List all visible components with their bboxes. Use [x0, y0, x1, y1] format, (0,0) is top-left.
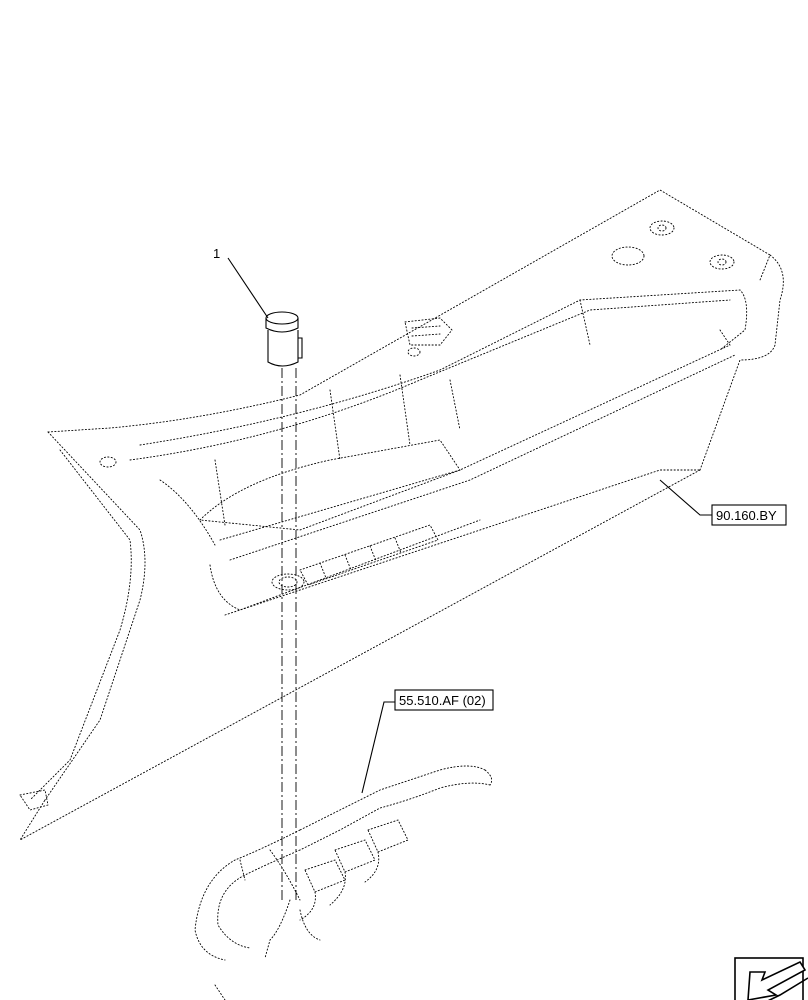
- harness-ref-callout: 55.510.AF (02): [361, 689, 494, 794]
- part-1-plug: [265, 311, 303, 367]
- console-ref-label: 90.160.BY: [716, 508, 777, 523]
- arrow-navigation-icon: [734, 957, 808, 1000]
- console-body: [18, 189, 784, 842]
- part-1-callout: 1: [213, 246, 269, 319]
- alignment-lines: [281, 368, 297, 900]
- harness-ref-label: 55.510.AF (02): [399, 693, 486, 708]
- wiring-harness: [194, 765, 493, 1000]
- console-ref-callout: 90.160.BY: [659, 479, 787, 526]
- part-number-label: 1: [213, 246, 220, 261]
